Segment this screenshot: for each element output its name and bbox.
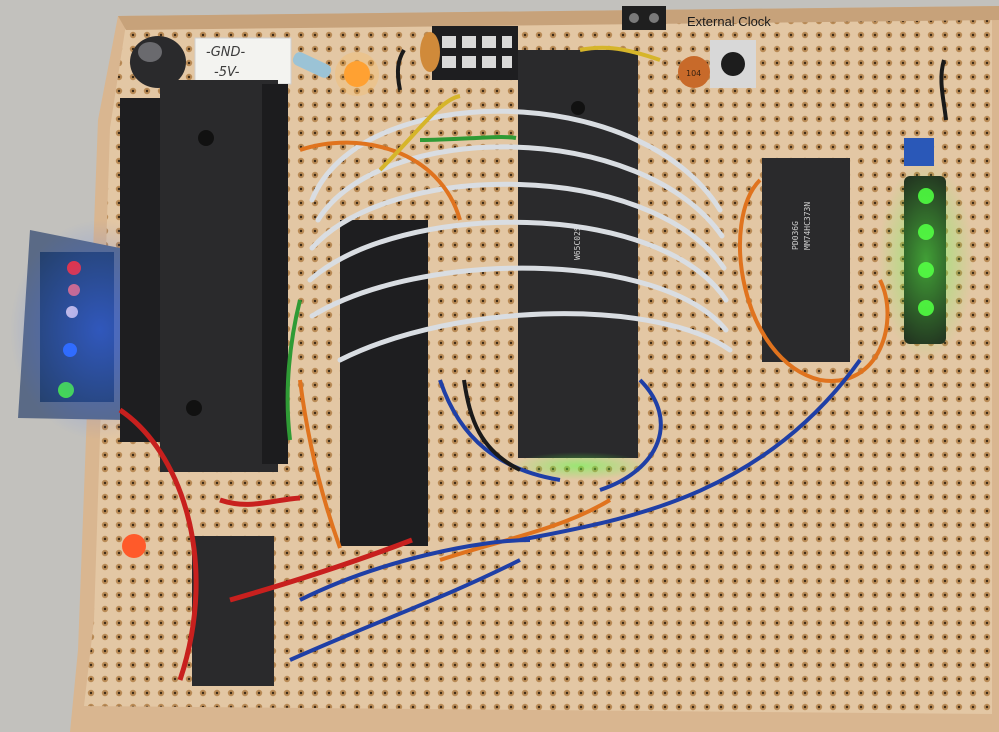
left-pin-header	[120, 98, 164, 442]
white-jumper-wires	[307, 108, 733, 363]
electrolytic-capacitor	[130, 36, 186, 88]
clock-capacitor: 104	[678, 56, 710, 88]
push-button	[710, 40, 756, 88]
black-jumper-wires	[395, 48, 948, 472]
middle-pin-header	[340, 220, 428, 546]
latch-marking-2: PD036G	[791, 221, 800, 250]
chip-latch: MM74HC373N PD036G	[762, 158, 850, 362]
power-label-tag: -GND- -5V-	[194, 37, 292, 85]
red-led-bottom	[122, 534, 146, 558]
latch-marking-1: MM74HC373N	[803, 202, 812, 250]
blue-jumper-wires	[289, 358, 862, 662]
green-jumper-wires	[285, 135, 517, 441]
ceramic-capacitor-left	[420, 32, 440, 72]
clock-connector	[622, 6, 666, 30]
green-led-bar	[878, 138, 974, 360]
gnd-label: -GND-	[206, 45, 245, 60]
five-v-label: -5V-	[214, 65, 240, 80]
external-clock-label: External Clock	[687, 14, 771, 29]
chip-bottom-left	[192, 536, 274, 686]
resistor-top	[292, 52, 332, 78]
orange-jumper-wires	[298, 140, 890, 562]
yellow-jumper-wires	[378, 45, 661, 172]
red-jumper-wires	[118, 407, 413, 681]
cpu-marking: W65C02S	[573, 226, 582, 260]
cap-value: 104	[686, 69, 701, 78]
chip-left-large	[160, 80, 288, 472]
ic-socket-top	[432, 26, 518, 80]
orange-led	[335, 52, 379, 96]
